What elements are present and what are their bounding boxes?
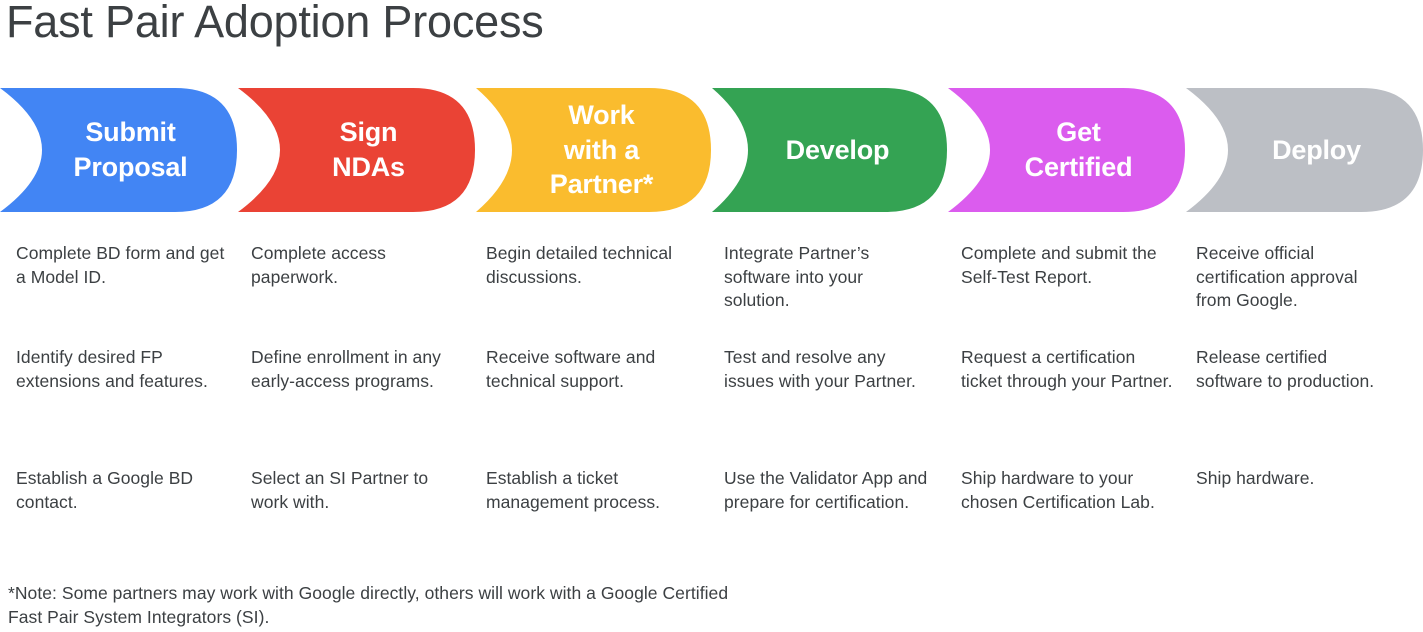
stage-detail-item: Complete access paperwork. — [251, 243, 386, 287]
stage-banner-get-certified[interactable]: Get Certified — [948, 88, 1185, 212]
chevron-shape-work-with-a-partner — [476, 88, 711, 212]
chevron-fill — [712, 88, 947, 212]
stage-label: Deploy — [1272, 134, 1361, 165]
chevron-shape-submit-proposal — [0, 88, 237, 212]
page-title: Fast Pair Adoption Process — [6, 0, 544, 47]
chevron-shape-deploy — [1186, 88, 1423, 212]
stage-banner-sign-ndas[interactable]: Sign NDAs — [238, 88, 475, 212]
stage-detail-item: Select an SI Partner to work with. — [251, 468, 429, 512]
stage-banner-develop[interactable]: Develop — [712, 88, 947, 212]
stage-detail-item: Complete BD form and get a Model ID. — [16, 243, 225, 287]
stage-detail-item: Define enrollment in any early-access pr… — [251, 347, 441, 391]
stage-detail-item: Ship hardware to your chosen Certificati… — [961, 468, 1155, 512]
stage-detail-item: Use the Validator App and prepare for ce… — [724, 468, 928, 512]
stage-label: Get Certified — [1024, 117, 1133, 182]
stage-label: Submit Proposal — [73, 117, 188, 182]
stage-banner-submit-proposal[interactable]: Submit Proposal — [0, 88, 237, 212]
stage-banner-deploy[interactable]: Deploy — [1186, 88, 1423, 212]
stage-detail-item: Begin detailed technical discussions. — [486, 243, 673, 287]
chevron-shape-get-certified — [948, 88, 1185, 212]
stage-label: Sign NDAs — [332, 117, 405, 182]
stage-detail-item: Receive software and technical support. — [486, 347, 656, 391]
chevron-fill — [0, 88, 237, 212]
process-banner-strip: Submit Proposal Sign NDAs Work with a Pa… — [0, 88, 1423, 212]
stage-detail-item: Integrate Partner’s software into your s… — [724, 243, 870, 310]
stage-detail-item: Ship hardware. — [1196, 468, 1315, 488]
stage-detail-item: Release certified software to production… — [1196, 347, 1375, 391]
chevron-fill — [476, 88, 711, 212]
stage-detail-item: Test and resolve any issues with your Pa… — [724, 347, 916, 391]
stage-label: Work with a Partner* — [549, 100, 654, 200]
stage-detail-item: Establish a Google BD contact. — [16, 468, 194, 512]
stage-detail-item: Request a certification ticket through y… — [961, 347, 1173, 391]
stage-detail-item: Receive official certification approval … — [1196, 243, 1358, 310]
chevron-fill — [238, 88, 475, 212]
chevron-shape-sign-ndas — [238, 88, 475, 212]
chevron-fill — [1186, 88, 1423, 212]
stage-label: Develop — [785, 134, 890, 165]
stage-detail-item: Identify desired FP extensions and featu… — [16, 347, 208, 391]
footnote: *Note: Some partners may work with Googl… — [8, 583, 729, 627]
chevron-fill — [948, 88, 1185, 212]
chevron-shape-develop — [712, 88, 947, 212]
stage-detail-item: Establish a ticket management process. — [486, 468, 661, 512]
stage-banner-work-with-a-partner[interactable]: Work with a Partner* — [476, 88, 711, 212]
stage-detail-item: Complete and submit the Self-Test Report… — [961, 243, 1157, 287]
